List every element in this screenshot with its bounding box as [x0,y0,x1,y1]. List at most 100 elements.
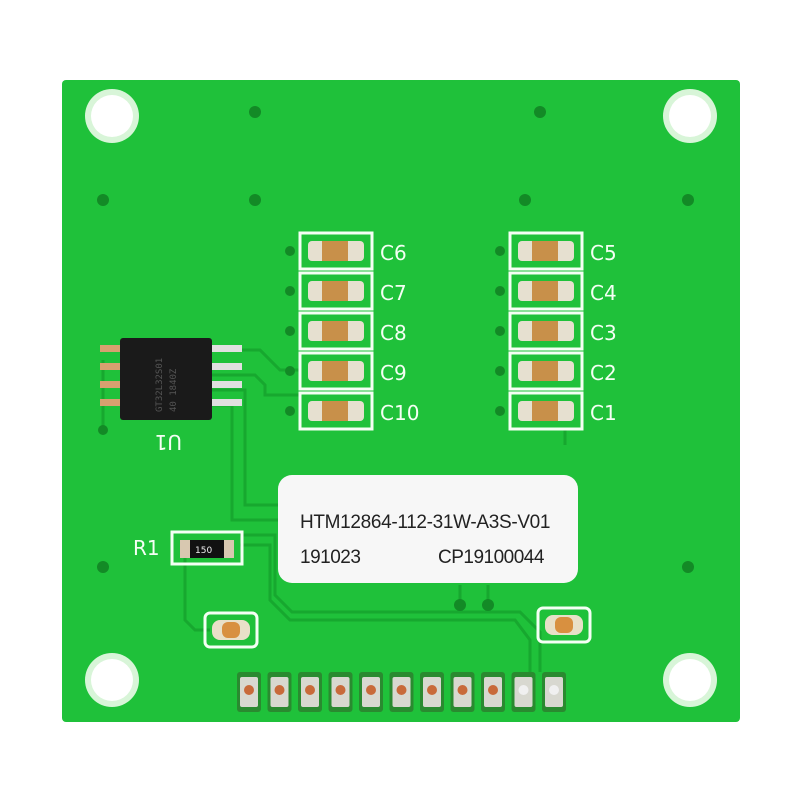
capacitor-c8: C8 [285,311,407,351]
capacitor-body [322,401,348,421]
pin-hole [244,685,254,695]
header-pin [267,672,292,712]
capacitor-label: C7 [380,281,407,305]
header-pin [328,672,353,712]
header-pin [389,672,414,712]
header-pin [511,672,536,712]
capacitor-via [495,286,505,296]
header-pin [359,672,383,712]
capacitor-via [285,366,295,376]
capacitor-outline [298,391,374,431]
pin-hole [305,685,315,695]
header-pins [237,672,566,712]
chip-pin [212,363,242,370]
capacitor-label: C10 [380,401,419,425]
r1-designator: R1 [133,536,160,560]
chip-pin [212,381,242,388]
chip-pin [212,345,242,352]
capacitor-outline [508,271,584,311]
chip-pin [212,399,242,406]
chip-u1: GT32L32S01 40 1840Z U1 [100,338,242,454]
capacitor-label: C5 [590,241,617,265]
serial-sticker: HTM12864-112-31W-A3S-V01 191023 CP191000… [278,475,578,583]
pin-hole [396,685,407,695]
chip-pins [100,345,242,406]
pin-hole [457,685,468,695]
resistor-value: 150 [195,546,212,556]
capacitor-via [285,246,295,256]
resistor-r1: 150 R1 [133,530,244,566]
pin-hole [488,685,498,695]
capacitor-label: C1 [590,401,617,425]
capacitor-via [285,286,295,296]
capacitor-body [322,281,348,301]
capacitor-label: C8 [380,321,407,345]
capacitor-body [532,401,558,421]
capacitor-body [532,321,558,341]
capacitor-body [532,241,558,261]
capacitor-label: C3 [590,321,617,345]
capacitor-c1: C1 [495,391,617,431]
u1-designator: U1 [155,430,182,454]
capacitor-body [532,361,558,381]
capacitor-via [285,326,295,336]
capacitor-outline [298,351,374,391]
capacitor-c9: C9 [285,351,407,391]
capacitor-via [495,366,505,376]
capacitor-outline [298,271,374,311]
pin-hole [427,685,437,695]
header-pin [420,672,444,712]
chip-pin [100,381,122,388]
capacitor-via [495,406,505,416]
chip-pin [100,363,122,370]
capacitor-label: C9 [380,361,407,385]
capacitor-c3: C3 [495,311,617,351]
vias [97,106,694,611]
chip-pin [100,345,122,352]
capacitor-label: C6 [380,241,407,265]
chip-marking-2: 40 1840Z [169,368,179,412]
capacitor-c6: C6 [285,231,407,271]
capacitor-outline [508,351,584,391]
mounting-holes [85,89,717,707]
pin-hole [518,685,529,695]
capacitor-body [322,361,348,381]
chip-pin [100,399,122,406]
capacitor-outline [298,311,374,351]
capacitor-c2: C2 [495,351,617,391]
capacitor-outline [508,231,584,271]
capacitor-body [322,241,348,261]
capacitor-outline [298,231,374,271]
capacitor-c10: C10 [285,391,419,431]
capacitor-label: C4 [590,281,617,305]
capacitor-outline [508,311,584,351]
capacitor-c7: C7 [285,271,407,311]
sticker-part-number: HTM12864-112-31W-A3S-V01 [300,512,550,533]
header-pin [298,672,322,712]
capacitor-via [495,326,505,336]
capacitor-c4: C4 [495,271,617,311]
capacitor-c5: C5 [495,231,617,271]
chip-body [120,338,212,420]
capacitor-body [322,321,348,341]
chip-marking-1: GT32L32S01 [155,358,165,412]
capacitor-via [495,246,505,256]
header-pin [450,672,475,712]
capacitor-outline [508,391,584,431]
capacitor-via [285,406,295,416]
sticker-date-code: 191023 [300,547,360,568]
traces [101,348,567,672]
capacitor-body [532,281,558,301]
pin-hole [549,685,559,695]
pin-hole [274,685,285,695]
test-pads [203,606,592,649]
header-pin [542,672,566,712]
header-pin [481,672,505,712]
pin-hole [366,685,376,695]
header-pin [237,672,261,712]
capacitor-label: C2 [590,361,617,385]
pin-hole [335,685,346,695]
